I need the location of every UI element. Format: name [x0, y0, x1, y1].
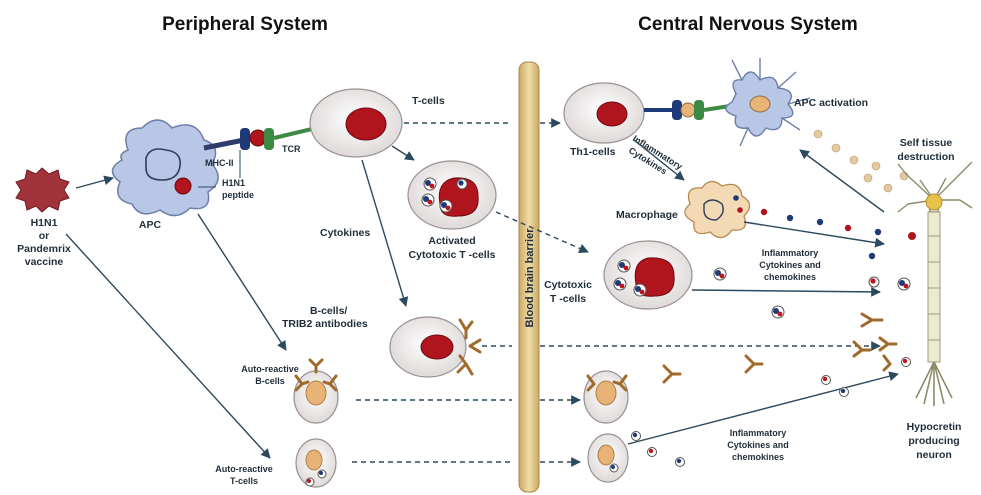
barrier-label: Blood brain barrier [524, 228, 536, 328]
arrow-virus-apc [76, 178, 113, 188]
macrophage-label: Macrophage [616, 209, 678, 221]
inflam1-label-2: Cytokines and [759, 260, 821, 270]
th1-cell [564, 83, 730, 143]
cytokines-label: Cytokines [320, 227, 370, 239]
activated-label-2: Cytotoxic T -cells [409, 249, 496, 261]
bcells-label-1: B-cells/ [310, 305, 347, 317]
arrow-tcell-activated [392, 146, 414, 160]
autob-label-1: Auto-reactive [241, 364, 299, 374]
inflam2-label-2: Cytokines and [727, 440, 789, 450]
inflam2-label-3: chemokines [732, 452, 784, 462]
cns-cytotoxic-tcell [604, 241, 692, 309]
apc-label: APC [139, 219, 162, 231]
virus-icon [16, 168, 69, 212]
cns-antibodies [664, 314, 896, 382]
arrow-ctc-neuron [692, 290, 880, 292]
macrophage [685, 181, 750, 237]
activated-cytotoxic-tcell [408, 161, 496, 229]
tcr-label: TCR [282, 144, 301, 154]
cns-ctc-label-1: Cytotoxic [544, 279, 592, 291]
arrow-virus-autot [66, 234, 270, 458]
header-central: Central Nervous System [638, 14, 858, 35]
arrow-apc-autob [198, 214, 286, 350]
tissue-debris [814, 130, 908, 192]
dash-activated-cns [496, 212, 588, 252]
b-cell [390, 317, 480, 377]
arrow-neuron-apc [800, 150, 884, 212]
hypo-label-1: Hypocretin [907, 421, 962, 433]
tcells-label: T-cells [412, 95, 445, 107]
blood-brain-barrier: Blood brain barrier [519, 62, 539, 492]
peptide-label-2: peptide [222, 190, 254, 200]
t-cell [310, 89, 402, 157]
self-tissue-label-2: destruction [897, 151, 954, 163]
auto-reactive-b-cell [294, 360, 338, 423]
autot-label-1: Auto-reactive [215, 464, 273, 474]
th1-label: Th1-cells [570, 146, 616, 158]
autot-label-2: T-cells [230, 476, 258, 486]
autob-label-2: B-cells [255, 376, 285, 386]
trigger-label-4: vaccine [25, 256, 64, 268]
hypo-label-3: neuron [916, 449, 952, 461]
cns-auto-reactive-b-cell [584, 371, 628, 423]
peptide-label-1: H1N1 [222, 178, 245, 188]
activated-label-1: Activated [428, 235, 475, 247]
cns-auto-reactive-t-cell [588, 434, 628, 482]
self-tissue-label-1: Self tissue [900, 137, 953, 149]
arrow-macrophage-neuron [744, 222, 884, 244]
auto-reactive-t-cell [296, 439, 336, 487]
header-peripheral: Peripheral System [162, 14, 328, 35]
trigger-label-1: H1N1 [31, 217, 58, 229]
inflam2-label-1: Inflammatory [730, 428, 787, 438]
trigger-label-2: or [39, 230, 50, 242]
hypo-label-2: producing [908, 435, 959, 447]
mhc-label: MHC-II [205, 158, 234, 168]
apc-activation-label: APC activation [794, 97, 868, 109]
trigger-label-3: Pandemrix [17, 243, 71, 255]
inflam1-label-1: Inflammatory [762, 248, 819, 258]
apc-cell [112, 120, 218, 216]
inflam1-label-3: chemokines [764, 272, 816, 282]
bcells-label-2: TRIB2 antibodies [282, 318, 368, 330]
cns-ctc-label-2: T -cells [550, 293, 586, 305]
